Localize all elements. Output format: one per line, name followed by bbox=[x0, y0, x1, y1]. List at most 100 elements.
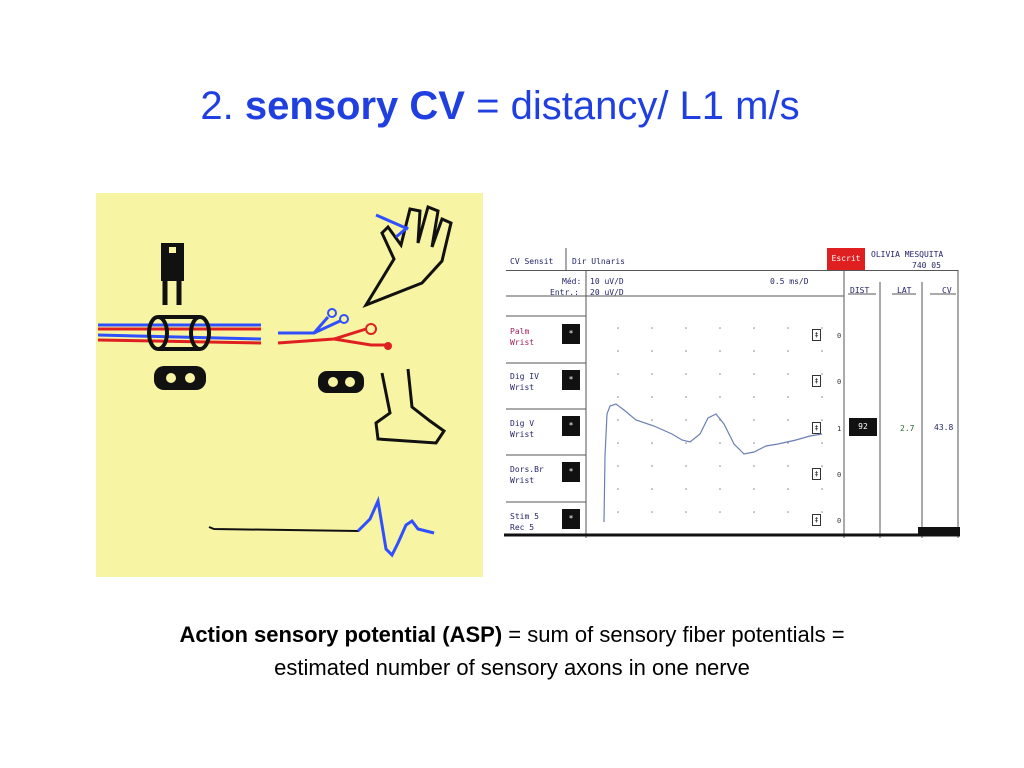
grid-dot bbox=[787, 442, 789, 444]
grid-dot bbox=[719, 511, 721, 513]
channel-3-line2: Wrist bbox=[510, 430, 535, 439]
grid-dot bbox=[617, 488, 619, 490]
grid-dot bbox=[651, 442, 653, 444]
nerve-diagram-drawing bbox=[97, 204, 453, 558]
title-bold: sensory CV bbox=[244, 84, 465, 128]
channel-1-selector[interactable]: ‡ bbox=[812, 329, 821, 341]
stimulator-left bbox=[154, 366, 206, 390]
entr-label: Entr.: bbox=[550, 288, 579, 297]
channel-5-line2: Rec 5 bbox=[510, 523, 535, 532]
grid-dot bbox=[651, 511, 653, 513]
electrode-head bbox=[161, 243, 184, 281]
grid-dot bbox=[787, 327, 789, 329]
grid-dot bbox=[787, 350, 789, 352]
grid-dot bbox=[617, 442, 619, 444]
channel-5-selector[interactable]: ‡ bbox=[812, 514, 821, 526]
med-value: 10 uV/D bbox=[590, 277, 624, 286]
grid-dot bbox=[651, 396, 653, 398]
med-label: Méd: bbox=[562, 277, 582, 286]
grid-dot bbox=[821, 396, 823, 398]
caption-line1-rest: = sum of sensory fiber potentials = bbox=[502, 622, 845, 647]
grid-dot bbox=[787, 419, 789, 421]
channel-2-line1: Dig IV bbox=[510, 372, 539, 381]
grid-dot bbox=[617, 511, 619, 513]
foot-outline bbox=[374, 368, 447, 445]
col-dist: DIST bbox=[850, 286, 870, 295]
grid-dot bbox=[821, 419, 823, 421]
grid-dots bbox=[617, 327, 823, 513]
col-cv: CV bbox=[942, 286, 952, 295]
recording-header bbox=[506, 248, 958, 271]
nerve-diagram bbox=[96, 193, 483, 577]
channel-2-line2: Wrist bbox=[510, 383, 535, 392]
grid-dot bbox=[719, 350, 721, 352]
waveform-line bbox=[208, 497, 435, 557]
slide-caption: Action sensory potential (ASP) = sum of … bbox=[0, 618, 1024, 684]
channel-1-marker: 0 bbox=[837, 332, 842, 340]
grid-dot bbox=[685, 419, 687, 421]
grid-dot bbox=[617, 350, 619, 352]
timebase-label: 0.5 ms/D bbox=[770, 277, 809, 286]
ncs-recording-panel: CV Sensit Dir Ulnaris Escrit OLIVIA MESQ… bbox=[504, 246, 960, 538]
caption-line-2: estimated number of sensory axons in one… bbox=[274, 655, 750, 680]
grid-dot bbox=[651, 373, 653, 375]
title-rest: = distancy/ L1 m/s bbox=[476, 84, 800, 128]
channel-1-line2: Wrist bbox=[510, 338, 535, 347]
grid-dot bbox=[753, 511, 755, 513]
title-prefix: 2. bbox=[200, 84, 234, 128]
lat-value: 2.7 bbox=[900, 424, 915, 433]
col-lat: LAT bbox=[897, 286, 912, 295]
sensory-trace bbox=[603, 403, 823, 523]
grid-dot bbox=[685, 465, 687, 467]
grid-dot bbox=[685, 488, 687, 490]
channel-5-button[interactable]: * bbox=[562, 509, 580, 529]
channel-4-button[interactable]: * bbox=[562, 462, 580, 482]
grid-dot bbox=[685, 373, 687, 375]
recording-grid bbox=[504, 248, 960, 538]
grid-dot bbox=[787, 373, 789, 375]
grid-dot bbox=[685, 396, 687, 398]
hand-outline bbox=[362, 204, 453, 309]
grid-dot bbox=[617, 373, 619, 375]
channel-2-selector[interactable]: ‡ bbox=[812, 375, 821, 387]
channel-3-button[interactable]: * bbox=[562, 416, 580, 436]
channel-4-line2: Wrist bbox=[510, 476, 535, 485]
grid-dot bbox=[753, 442, 755, 444]
patient-codes: 740 05 bbox=[912, 261, 941, 270]
grid-dot bbox=[617, 396, 619, 398]
nerve-red-left-2 bbox=[97, 338, 262, 345]
grid-dot bbox=[651, 350, 653, 352]
grid-dot bbox=[719, 442, 721, 444]
cv-value: 43.8 bbox=[934, 423, 954, 432]
patient-name: OLIVIA MESQUITA bbox=[871, 250, 944, 259]
channel-5-marker: 0 bbox=[837, 517, 842, 525]
grid-dot bbox=[821, 327, 823, 329]
grid-dot bbox=[753, 465, 755, 467]
grid-dot bbox=[719, 465, 721, 467]
escrit-button[interactable]: Escrit bbox=[827, 248, 865, 270]
channel-4-selector[interactable]: ‡ bbox=[812, 468, 821, 480]
channel-4-marker: 0 bbox=[837, 471, 842, 479]
channel-4-line1: Dors.Br bbox=[510, 465, 544, 474]
grid-dot bbox=[821, 350, 823, 352]
channel-3-selector[interactable]: ‡ bbox=[812, 422, 821, 434]
grid-dot bbox=[821, 465, 823, 467]
waveform-potential bbox=[356, 495, 435, 558]
nerve-blue-left-2 bbox=[97, 333, 262, 341]
grid-dot bbox=[719, 488, 721, 490]
grid-dot bbox=[685, 442, 687, 444]
grid-dot bbox=[685, 350, 687, 352]
grid-dot bbox=[787, 465, 789, 467]
grid-dot bbox=[719, 373, 721, 375]
grid-dot bbox=[753, 488, 755, 490]
grid-dot bbox=[719, 396, 721, 398]
channel-1-button[interactable]: * bbox=[562, 324, 580, 344]
channel-1-line1: Palm bbox=[510, 327, 530, 336]
grid-dot bbox=[651, 327, 653, 329]
slide-title: 2. sensory CV = distancy/ L1 m/s bbox=[0, 84, 1000, 129]
channel-2-marker: 0 bbox=[837, 378, 842, 386]
grid-dot bbox=[753, 396, 755, 398]
grid-dot bbox=[651, 465, 653, 467]
channel-2-button[interactable]: * bbox=[562, 370, 580, 390]
channel-3-marker: 1 bbox=[837, 425, 842, 433]
